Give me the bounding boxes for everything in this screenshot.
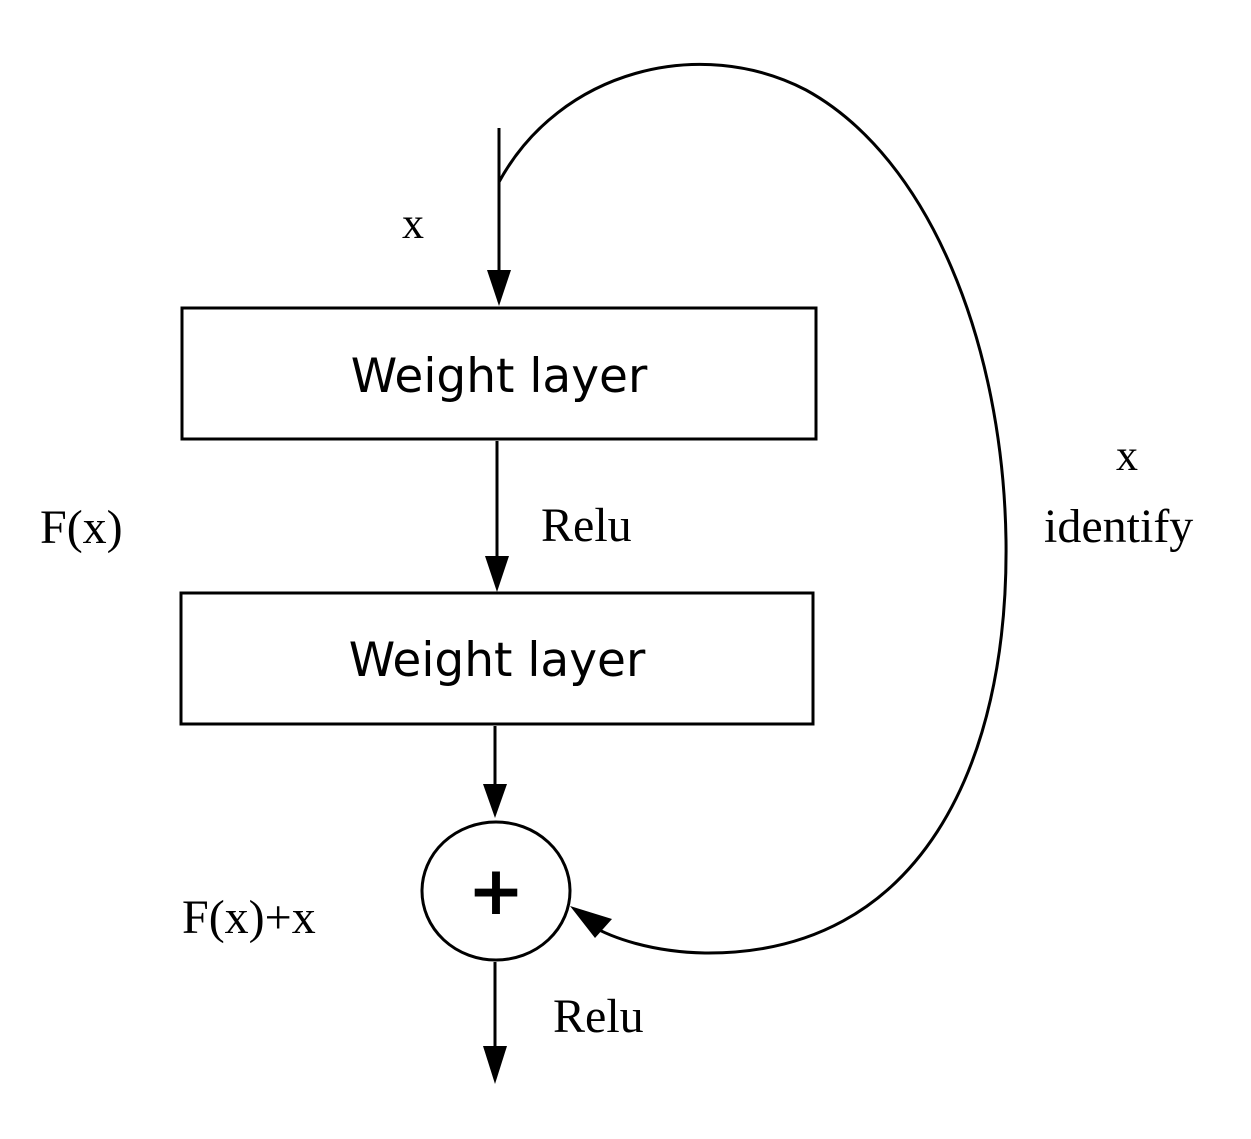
sum-label: F(x)+x xyxy=(182,891,316,944)
weight-layer-2-box xyxy=(179,591,815,726)
sum-node xyxy=(420,820,572,962)
weight-layer-1-label: Weight layer xyxy=(351,349,648,404)
shortcut-label-x: x xyxy=(1116,431,1138,480)
relu-label-1: Relu xyxy=(541,499,632,552)
relu-label-2: Relu xyxy=(553,990,644,1043)
output-arrowhead xyxy=(483,1046,507,1084)
weight-layer-2-label: Weight layer xyxy=(349,633,646,688)
residual-label: F(x) xyxy=(40,501,123,554)
input-arrowhead xyxy=(487,270,511,306)
weight-layer-1-box xyxy=(180,306,818,441)
input-label: x xyxy=(402,199,424,248)
shortcut-label-identify: identify xyxy=(1044,500,1193,553)
sum-symbol: + xyxy=(468,852,525,931)
identity-shortcut-curve xyxy=(497,62,1008,955)
inner-arrowhead xyxy=(485,556,509,592)
identity-shortcut-arrowhead xyxy=(570,906,612,938)
sum-input-arrowhead xyxy=(483,784,507,818)
